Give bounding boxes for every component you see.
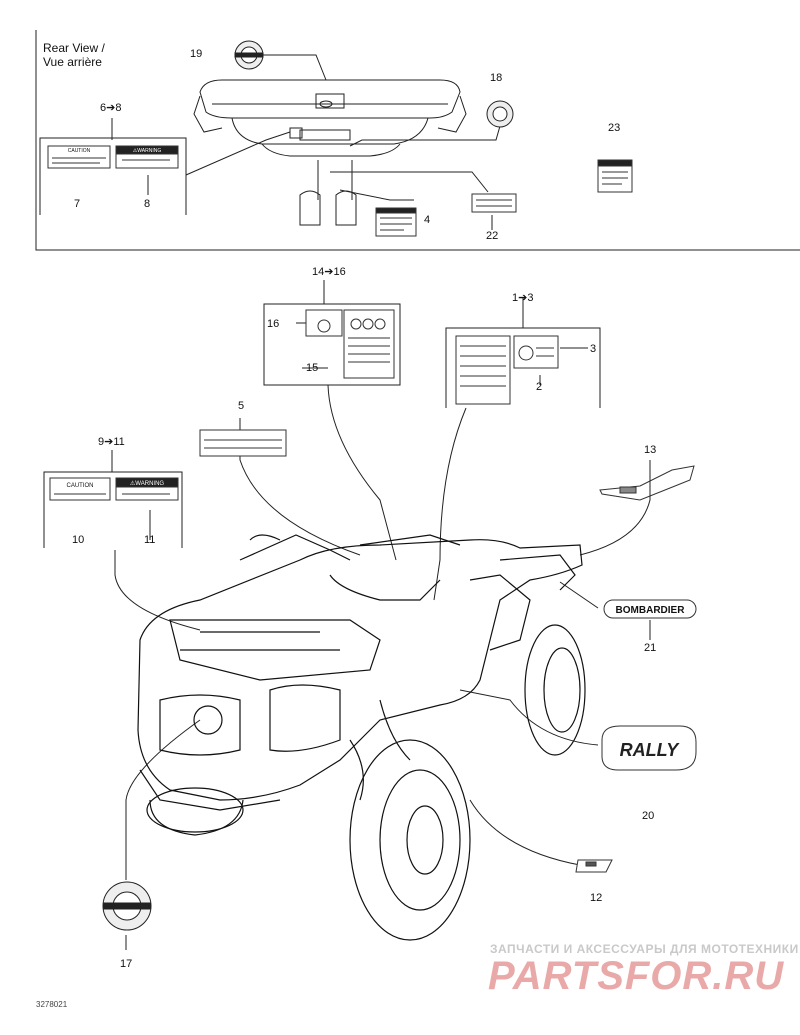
decal-23 (597, 159, 633, 193)
caution-text-10: CAUTION (67, 483, 94, 489)
box-14-16 (263, 303, 401, 386)
box-9-11 (43, 471, 183, 548)
wheel-front-left (146, 787, 244, 836)
decal-5 (199, 429, 287, 457)
decal-20: RALLY (601, 725, 697, 771)
decal-13 (599, 465, 695, 501)
callout-7: 7 (74, 198, 81, 210)
rear-view-title-en: Rear View / (43, 41, 105, 55)
rear-view-vehicle (193, 79, 467, 226)
watermark-tagline: ЗАПЧАСТИ И АКСЕССУАРЫ ДЛЯ МОТОТЕХНИКИ (490, 942, 799, 956)
callout-11: 11 (144, 534, 156, 546)
decal-8: ⚠WARNING (115, 145, 179, 169)
callout-14-16: 14➔16 (312, 266, 346, 278)
decal-18 (486, 100, 514, 128)
decal-10: CAUTION (49, 477, 111, 501)
callout-6-8: 6➔8 (100, 102, 122, 114)
callout-17: 17 (120, 958, 133, 970)
decal-16 (305, 309, 343, 337)
rear-view-title-fr: Vue arrière (43, 55, 102, 69)
callout-15: 15 (306, 362, 319, 374)
decal-11: ⚠WARNING (115, 477, 179, 501)
callout-10: 10 (72, 534, 85, 546)
decal-12 (575, 859, 613, 873)
callout-9-11: 9➔11 (98, 436, 125, 448)
wheel-front-right (349, 739, 471, 941)
callout-19: 19 (190, 48, 203, 60)
bombardier-text: BOMBARDIER (616, 605, 686, 616)
callout-22: 22 (486, 230, 499, 242)
callout-13: 13 (644, 444, 657, 456)
callout-8: 8 (144, 198, 151, 210)
box-6-8 (39, 137, 187, 215)
decal-7: CAUTION (47, 145, 111, 169)
callout-5: 5 (238, 400, 245, 412)
callout-3: 3 (590, 343, 597, 355)
decal-22 (471, 193, 517, 213)
rally-text: RALLY (620, 740, 681, 760)
rear-view-title: Rear View / Vue arrière (43, 41, 105, 69)
callout-20: 20 (642, 810, 655, 822)
decal-15 (343, 309, 395, 379)
warning-text-11: ⚠WARNING (130, 480, 164, 487)
decal-4 (375, 207, 417, 237)
decal-19 (234, 40, 264, 70)
callout-4: 4 (424, 214, 431, 226)
wheel-rear-right (524, 624, 586, 756)
callout-18: 18 (490, 72, 503, 84)
callout-2: 2 (536, 381, 543, 393)
atv-main-view (137, 534, 586, 941)
drawing-reference: 3278021 (36, 1000, 68, 1009)
decal-17 (102, 881, 152, 931)
callout-16: 16 (267, 318, 280, 330)
decal-21: BOMBARDIER (603, 599, 697, 619)
watermark-logo: PARTSFOR.RU (488, 954, 785, 998)
callout-1-3: 1➔3 (512, 292, 534, 304)
decal-3 (513, 335, 559, 369)
warning-text-8: ⚠WARNING (133, 148, 162, 154)
callout-12: 12 (590, 892, 603, 904)
decal-2 (455, 335, 511, 405)
callout-23: 23 (608, 122, 621, 134)
rear-view-frame (35, 30, 800, 251)
caution-text-7: CAUTION (68, 148, 91, 154)
callout-21: 21 (644, 642, 657, 654)
